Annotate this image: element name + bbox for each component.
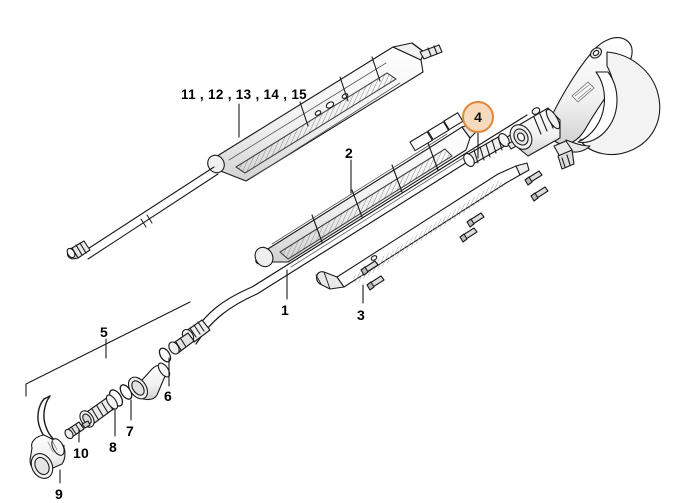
label-5: 5 [100, 324, 108, 340]
label-7: 7 [126, 423, 134, 439]
leader-5-bracket [25, 301, 191, 397]
label-2: 2 [345, 145, 353, 161]
label-1: 1 [281, 302, 289, 318]
callout-4-number: 4 [474, 109, 482, 125]
label-6: 6 [164, 388, 172, 404]
slotted-lance-head-item-2 [254, 112, 477, 268]
long-lance-tube-upper [66, 166, 219, 260]
label-group-11-15: 11 , 12 , 13 , 14 , 15 [181, 87, 307, 102]
label-8: 8 [109, 439, 117, 455]
valve-insert-item-10 [64, 420, 91, 440]
leader-lines [25, 103, 364, 484]
callout-4[interactable]: 4 [462, 101, 494, 133]
label-10: 10 [73, 445, 89, 461]
label-9: 9 [55, 486, 63, 502]
threaded-connector-item-6 [168, 319, 211, 355]
barrel-sleeve [127, 362, 171, 401]
screws-group [360, 170, 549, 291]
nozzle-cap-item-9 [29, 434, 66, 479]
middle-lance-tube [315, 162, 530, 290]
spray-gun [509, 37, 661, 170]
turbo-lance-assembly [207, 42, 443, 182]
label-3: 3 [357, 307, 365, 323]
